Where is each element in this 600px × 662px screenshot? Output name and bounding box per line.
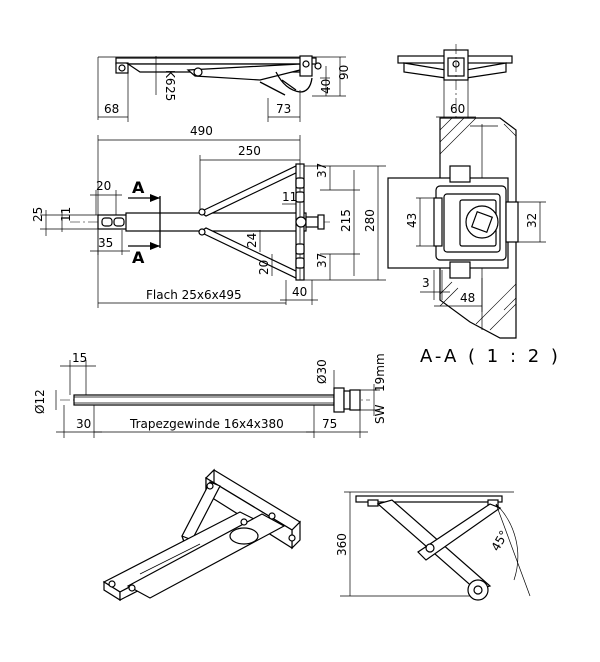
dim-73: 73: [276, 102, 291, 116]
isometric-view: [102, 468, 301, 602]
dim-k6: K6: [163, 70, 177, 86]
dim-215: 215: [339, 209, 353, 232]
dim-43: 43: [405, 213, 419, 228]
dim-25: 25: [163, 86, 177, 101]
dim-20: 20: [96, 179, 111, 193]
dim-280: 280: [363, 209, 377, 232]
dim-40-bottom: 40: [292, 285, 307, 299]
dim-60: 60: [450, 102, 465, 116]
dim-dia-12: Ø12: [33, 389, 47, 414]
dim-35: 35: [98, 236, 113, 250]
dim-19mm: 19mm: [373, 353, 387, 392]
section-title: A-A ( 1 : 2 ): [420, 346, 561, 367]
dim-75: 75: [322, 417, 337, 431]
top-view: 25 K6 90 40 68 73: [97, 55, 351, 122]
angle-45: 45°: [488, 528, 511, 553]
dim-20-right: 20: [257, 260, 271, 275]
dim-3: 3: [422, 276, 430, 290]
dim-sw: SW: [373, 404, 387, 424]
dim-48: 48: [460, 291, 475, 305]
spindle-view: 15 Ø12 Ø30 19mm SW 30 Trapezgewinde 16x4…: [33, 351, 387, 438]
dim-11-right: 11: [282, 190, 297, 204]
dim-40: 40: [319, 79, 333, 94]
dim-32: 32: [525, 213, 539, 228]
dim-dia-30: Ø30: [315, 359, 329, 384]
end-view: 60: [397, 44, 513, 120]
dim-90: 90: [337, 65, 351, 80]
dim-360: 360: [335, 533, 349, 556]
dim-250: 250: [238, 144, 261, 158]
side-view: 360 45°: [335, 491, 531, 601]
dim-30: 30: [76, 417, 91, 431]
dim-15: 15: [72, 351, 87, 365]
section-mark-bottom: A: [132, 248, 145, 267]
dim-37-bottom: 37: [315, 253, 329, 268]
flat-bar-label: Flach 25x6x495: [146, 288, 242, 302]
dim-490: 490: [190, 124, 213, 138]
dim-25-left: 25: [31, 207, 45, 222]
dim-37-top: 37: [315, 163, 329, 178]
section-mark-top: A: [132, 178, 145, 197]
thread-label: Trapezgewinde 16x4x380: [129, 417, 284, 431]
plan-view: 490 250 A: [31, 124, 386, 308]
dim-11-left: 11: [59, 207, 73, 222]
dim-24: 24: [245, 233, 259, 248]
dim-68: 68: [104, 102, 119, 116]
section-a-a: 43 32 3 48 A-A ( 1 : 2 ): [387, 117, 561, 367]
